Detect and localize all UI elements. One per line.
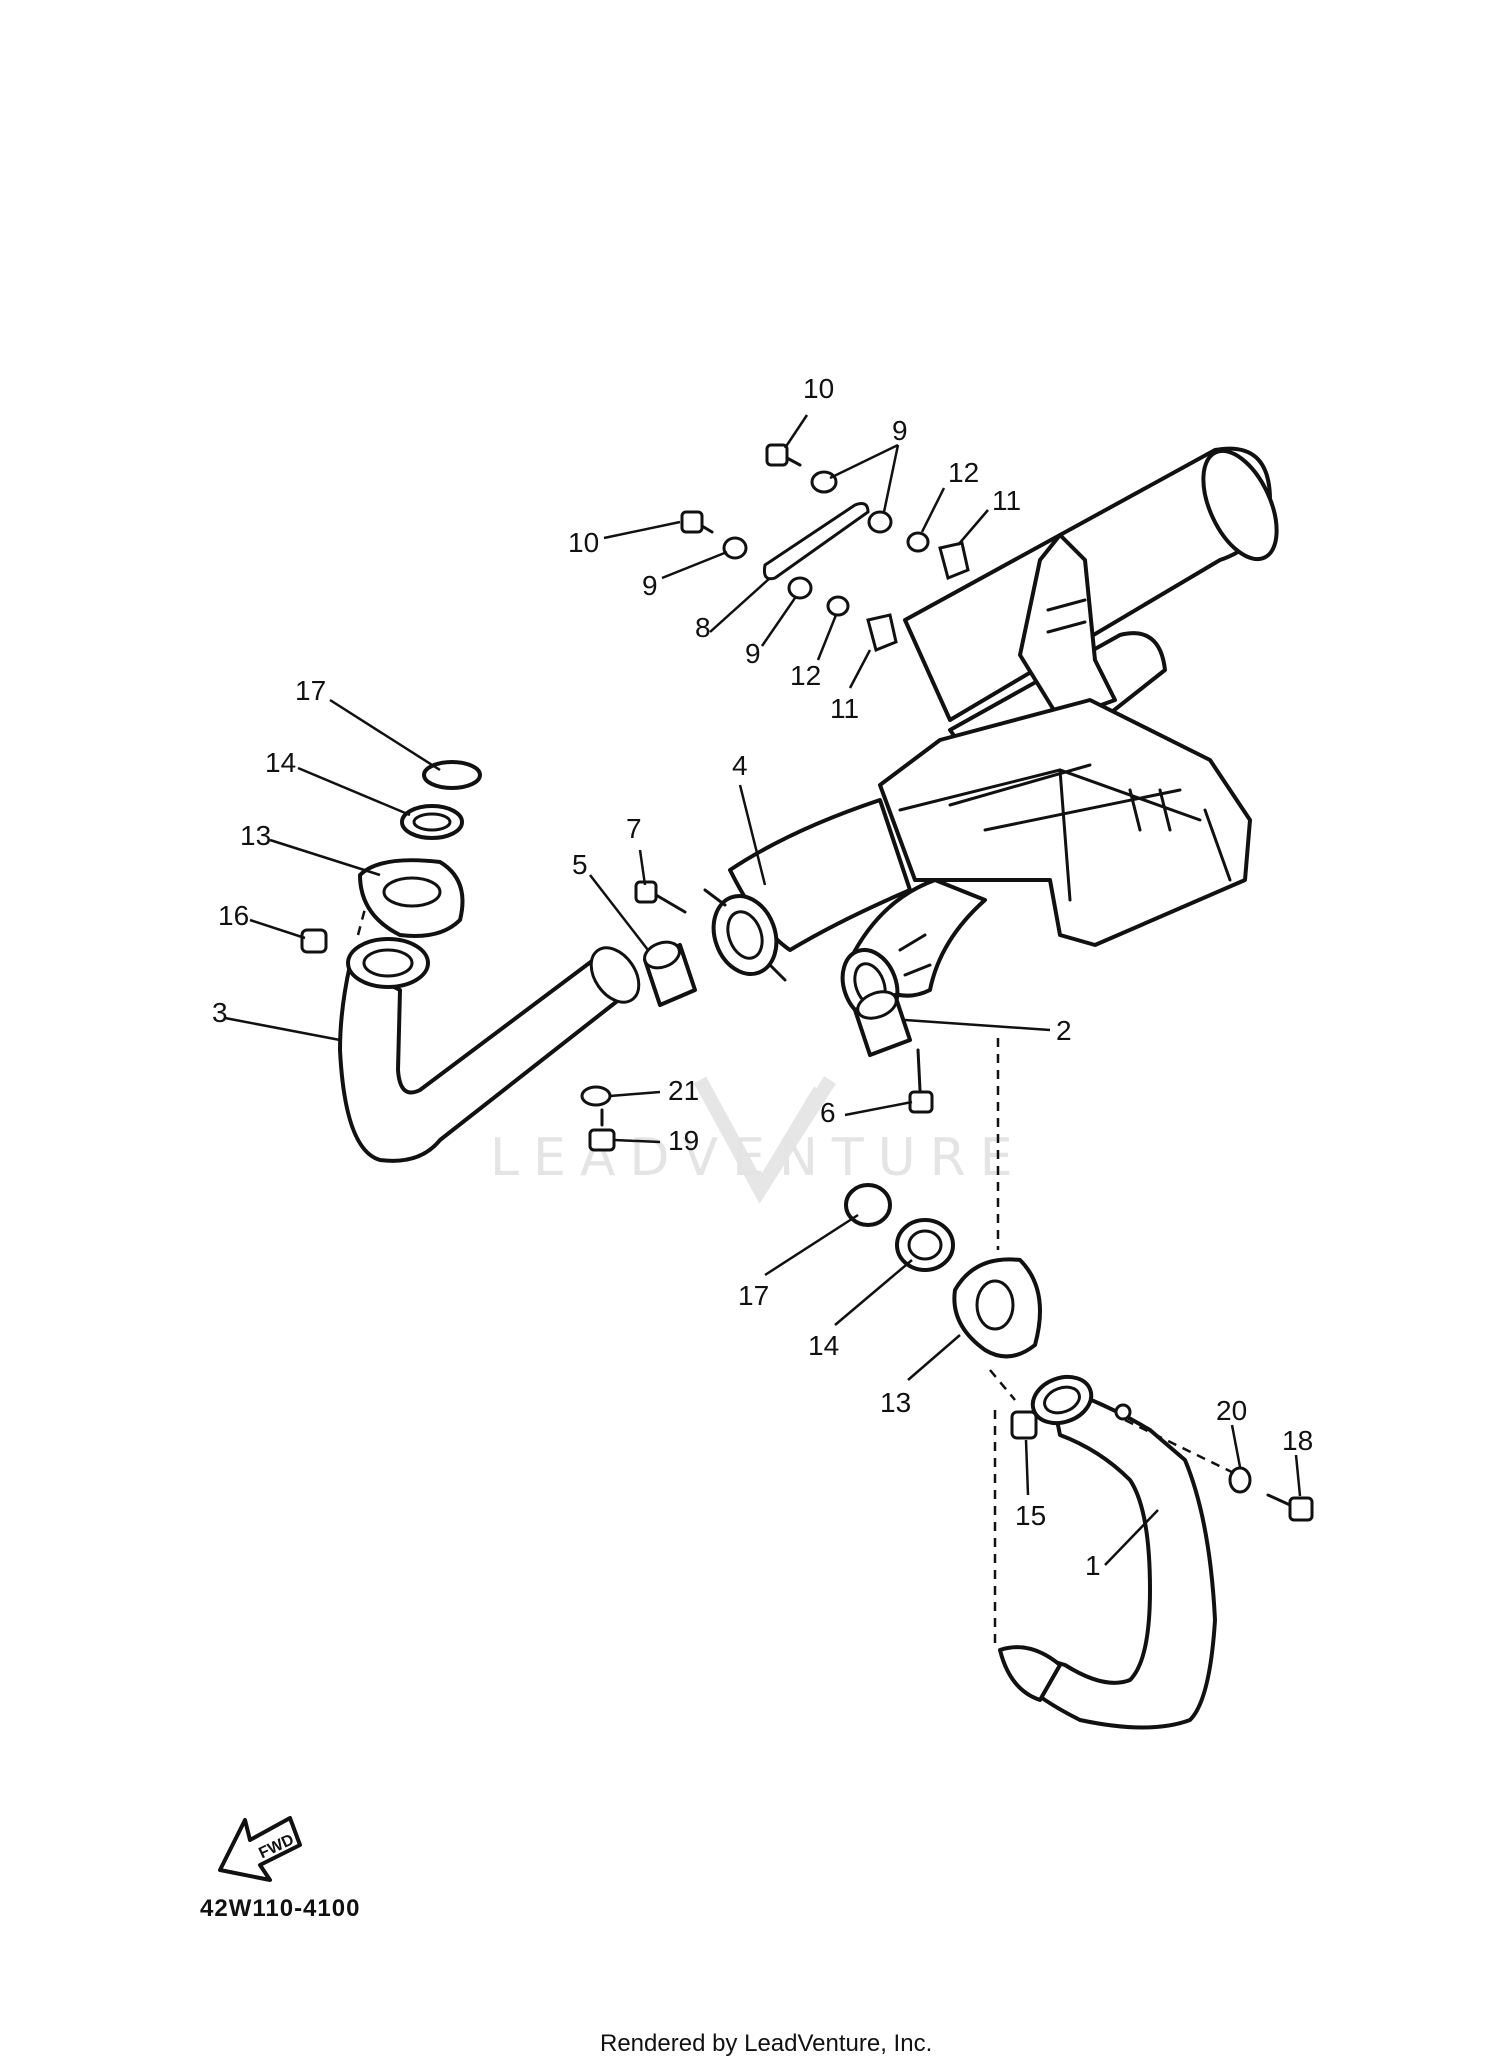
muffler-assembly bbox=[703, 446, 1279, 1022]
callout-label: 11 bbox=[992, 485, 1021, 516]
flange-13-top bbox=[358, 858, 465, 938]
gasket-5 bbox=[643, 940, 697, 1007]
callout-label: 17 bbox=[738, 1280, 769, 1311]
callout-label: 18 bbox=[1282, 1425, 1313, 1456]
flange-13-bottom bbox=[952, 1257, 1042, 1359]
gasket-2 bbox=[853, 990, 912, 1057]
callout-label: 2 bbox=[1056, 1015, 1072, 1046]
callout-label: 12 bbox=[948, 457, 979, 488]
render-credit: Rendered by LeadVenture, Inc. bbox=[600, 2030, 933, 2057]
diagram-code: 42W110-4100 bbox=[200, 1895, 361, 1922]
bolt-10-left bbox=[680, 510, 714, 534]
hardware-parts bbox=[300, 443, 1314, 1522]
callout-label: 17 bbox=[295, 675, 326, 706]
callout-label: 4 bbox=[732, 750, 748, 781]
leader-lines bbox=[224, 414, 1302, 1645]
callout-label: 21 bbox=[668, 1075, 699, 1106]
bolt-7 bbox=[634, 880, 687, 914]
bolt-6 bbox=[908, 1048, 934, 1114]
callout-label: 6 bbox=[820, 1097, 836, 1128]
callout-label: 14 bbox=[265, 747, 296, 778]
callout-label: 11 bbox=[830, 693, 859, 724]
callout-label: 15 bbox=[1015, 1500, 1046, 1531]
washer-9-a bbox=[810, 470, 838, 494]
callout-label: 19 bbox=[668, 1125, 699, 1156]
callout-label: 14 bbox=[808, 1330, 839, 1361]
bolt-18 bbox=[1266, 1493, 1314, 1522]
washer-9-d bbox=[787, 576, 813, 600]
washer-20 bbox=[1228, 1466, 1252, 1494]
callout-label: 5 bbox=[572, 849, 588, 880]
callout-label: 12 bbox=[790, 660, 821, 691]
nut-12-a bbox=[906, 531, 930, 553]
callout-label: 1 bbox=[1085, 1550, 1101, 1581]
callout-labels: 10 9 12 11 10 9 8 9 12 11 17 14 13 16 3 … bbox=[212, 373, 1313, 1581]
callout-label: 20 bbox=[1216, 1395, 1247, 1426]
leadventure-watermark: LEADVENTURE bbox=[490, 1076, 1027, 1204]
collar-11-b bbox=[866, 613, 898, 653]
nut-12-b bbox=[826, 595, 850, 617]
callout-label: 10 bbox=[803, 373, 834, 404]
bolt-19 bbox=[588, 1108, 616, 1152]
callout-label: 13 bbox=[880, 1387, 911, 1418]
callout-label: 13 bbox=[240, 820, 271, 851]
callout-label: 3 bbox=[212, 997, 228, 1028]
callout-label: 16 bbox=[218, 900, 249, 931]
callout-label: 9 bbox=[745, 638, 761, 669]
washer-21 bbox=[580, 1085, 612, 1107]
callout-label: 9 bbox=[892, 415, 908, 446]
nut-16 bbox=[300, 928, 328, 954]
nut-15 bbox=[1010, 1410, 1038, 1440]
callout-label: 10 bbox=[568, 527, 599, 558]
exhaust-pipe-1 bbox=[998, 1374, 1217, 1730]
callout-label: 7 bbox=[626, 813, 642, 844]
fwd-arrow-icon: FWD bbox=[218, 1816, 302, 1882]
stay-8 bbox=[763, 502, 870, 581]
washer-9-b bbox=[867, 510, 893, 534]
bolt-10-top bbox=[765, 443, 802, 467]
callout-label: 8 bbox=[695, 612, 711, 643]
exhaust-pipe-3 bbox=[338, 937, 641, 1163]
watermark-text: LEADVENTURE bbox=[490, 1128, 1027, 1188]
callout-label: 9 bbox=[642, 570, 658, 601]
collar-11-a bbox=[938, 541, 970, 581]
washer-9-c bbox=[722, 536, 748, 560]
